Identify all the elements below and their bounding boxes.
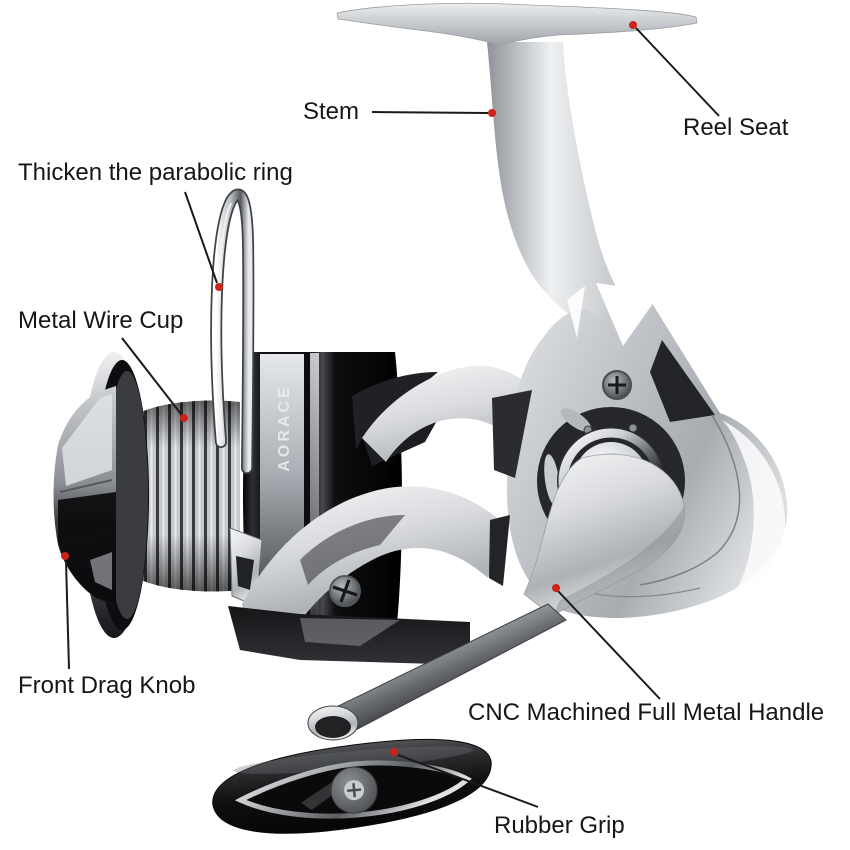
front-drag-knob-shape — [53, 386, 116, 606]
body-dark-wedge — [650, 340, 715, 422]
cap-slot1 — [544, 454, 560, 506]
marker-dot-reel-seat — [629, 21, 637, 29]
rotor-recess-dark — [352, 372, 438, 450]
marker-dot-parabolic-ring — [215, 283, 223, 291]
label-rubber-grip: Rubber Grip — [494, 812, 625, 839]
spool-brand-text: AORACE — [276, 384, 293, 471]
rotor-lower-shadow — [300, 515, 405, 585]
leader-line-handle — [557, 590, 661, 700]
spool-line-wraps-shade — [131, 400, 240, 592]
marker-dot-handle — [552, 584, 560, 592]
annotation-leaders — [61, 21, 720, 808]
body-cutout-white — [596, 283, 661, 346]
label-handle: CNC Machined Full Metal Handle — [468, 699, 825, 726]
body-seam-line — [639, 414, 741, 586]
leader-line-parabolic-ring — [184, 191, 218, 284]
leader-line-rubber-grip — [397, 754, 539, 808]
label-wire-cup: Metal Wire Cup — [18, 307, 184, 334]
body-highlight — [722, 420, 786, 592]
handle-collar-dark — [315, 716, 351, 738]
marker-dot-stem — [488, 109, 496, 117]
spool-highlight-strip — [310, 353, 319, 647]
rotor-screw — [329, 575, 361, 607]
label-stem: Stem — [303, 98, 360, 125]
handle-group — [212, 453, 685, 834]
bail-wire-shape — [210, 188, 263, 607]
leader-line-wire-cup — [121, 337, 182, 415]
spool-flange-inner — [106, 371, 148, 619]
stem-shape — [487, 42, 668, 352]
bail-joint-notch — [236, 556, 254, 590]
body-cutout-white2 — [567, 286, 585, 338]
label-drag-knob: Front Drag Knob — [18, 672, 196, 699]
marker-dot-rubber-grip — [390, 748, 398, 756]
handle-arm-shade — [552, 506, 685, 616]
label-parabolic-ring: Thicken the parabolic ring — [18, 159, 293, 186]
under-spool-glint — [300, 618, 400, 646]
body-slot-dark — [492, 390, 532, 478]
reel-seat-shape — [336, 2, 698, 46]
leader-line-reel-seat — [635, 27, 720, 117]
marker-dot-drag-knob — [61, 552, 69, 560]
leader-line-drag-knob — [65, 560, 70, 670]
rotor-lower-arm-shape — [242, 486, 508, 650]
marker-dot-wire-cup — [180, 414, 188, 422]
rubber-grip-shape — [212, 738, 492, 834]
body-slot-dark2 — [489, 515, 510, 586]
label-reel-seat: Reel Seat — [683, 114, 789, 141]
cap-slot3 — [560, 408, 592, 432]
body-screw — [602, 370, 632, 400]
leader-line-stem — [371, 111, 489, 114]
